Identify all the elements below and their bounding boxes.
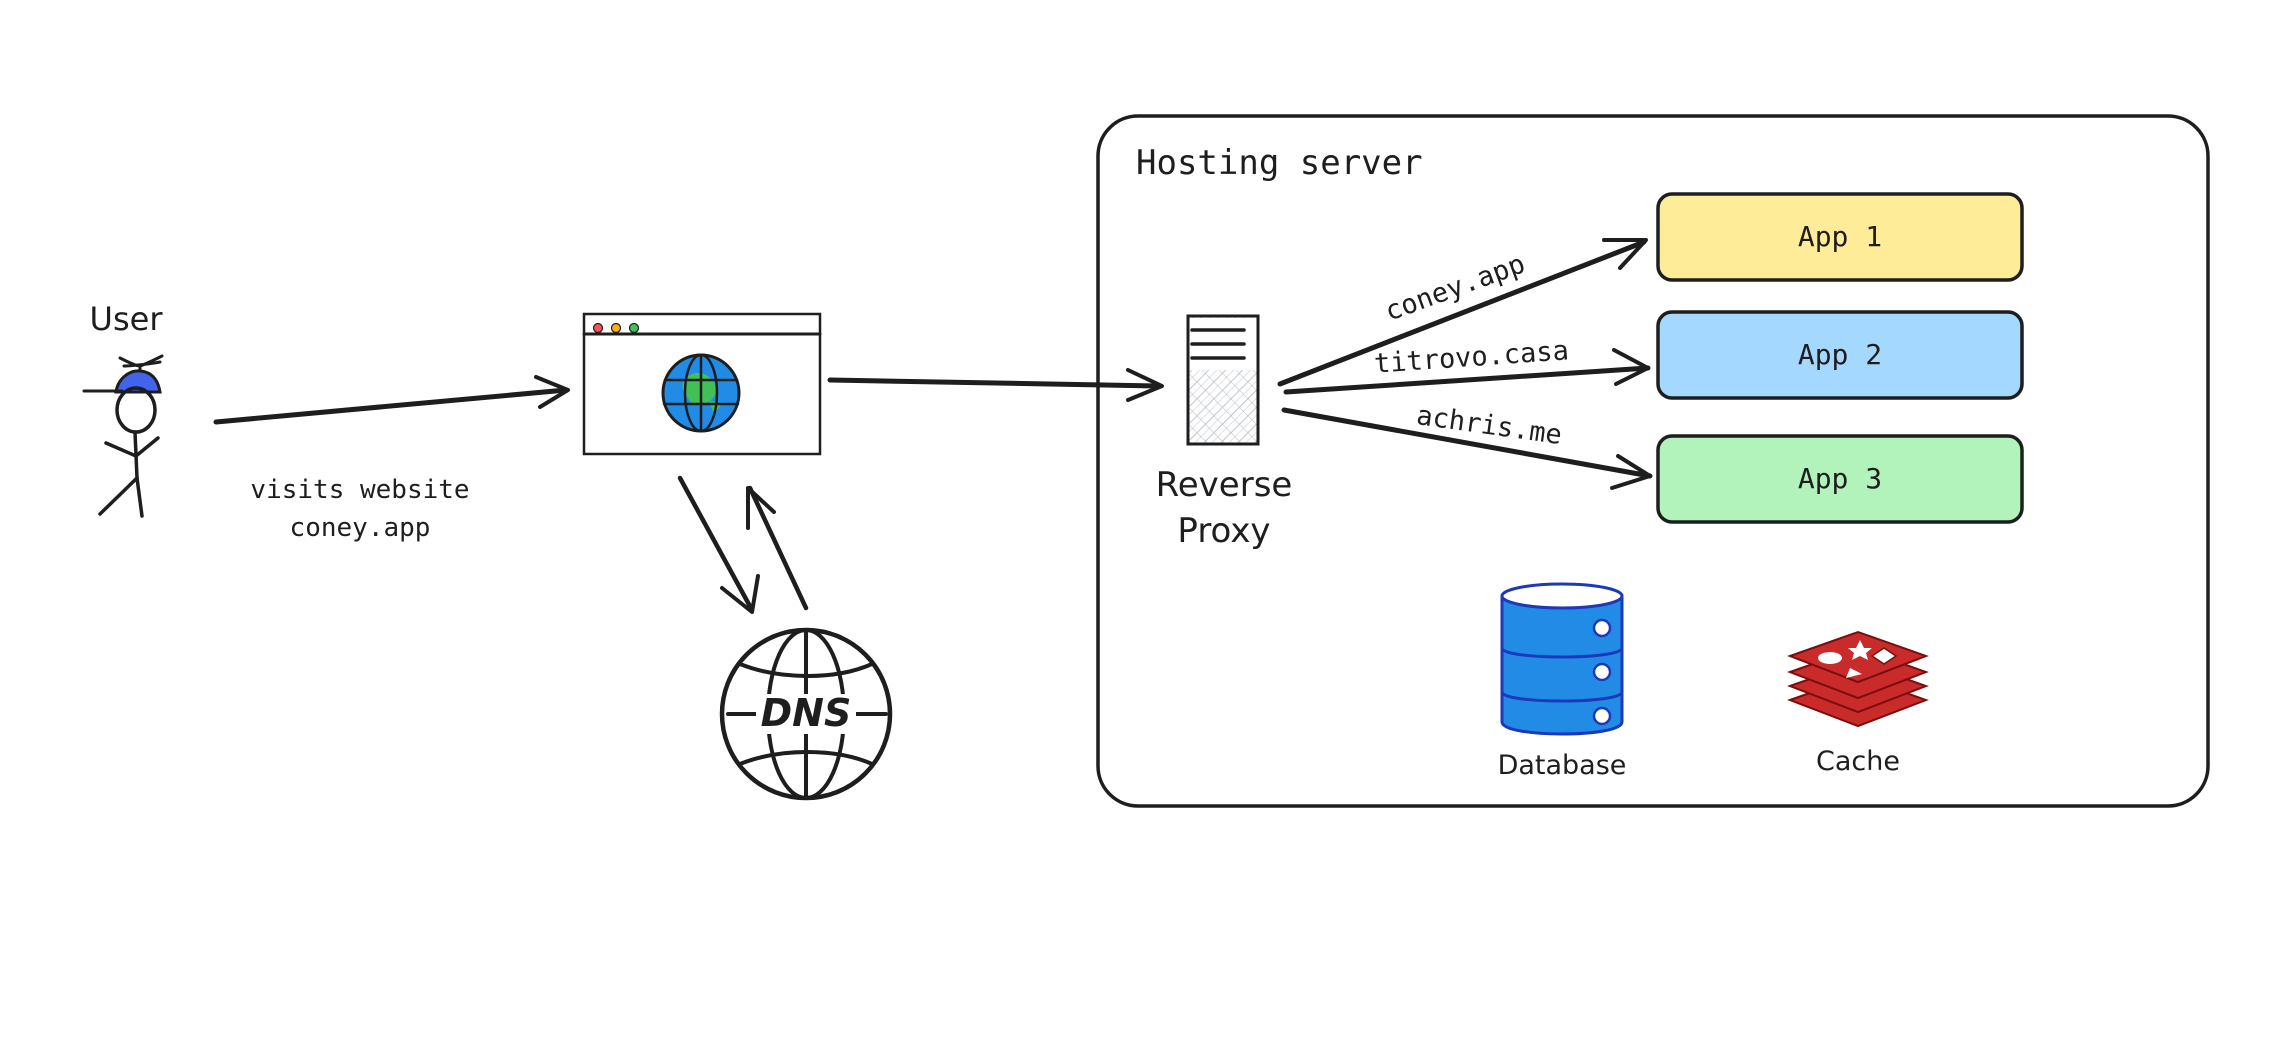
arrow-proxy-to-app3 xyxy=(1281,407,1653,490)
hosting-server-title: Hosting server xyxy=(1136,143,1423,183)
arrow-browser-to-dns xyxy=(677,475,760,614)
server-tower-icon xyxy=(1186,314,1260,446)
app-label-3: App 3 xyxy=(1798,462,1882,495)
stick-figure-icon xyxy=(82,354,164,518)
app-box-3: App 3 xyxy=(1656,434,2024,524)
database-label: Database xyxy=(1498,750,1627,781)
visited-domain-label: coney.app xyxy=(290,513,431,543)
app-label-2: App 2 xyxy=(1798,338,1882,371)
arrow-user-to-browser xyxy=(213,375,570,425)
arrow-dns-to-browser xyxy=(746,485,809,611)
arrow-proxy-to-app2 xyxy=(1283,348,1651,395)
dns-label: DNS xyxy=(761,691,852,735)
user-label: User xyxy=(90,300,164,338)
database-icon xyxy=(1500,582,1624,736)
dns-label-backdrop xyxy=(756,694,856,734)
arrow-proxy-to-app1 xyxy=(1277,238,1648,387)
hosting-server-container xyxy=(1096,114,2210,808)
app-box-1: App 1 xyxy=(1656,192,2024,282)
arrow-browser-to-proxy xyxy=(827,368,1164,402)
app-label-1: App 1 xyxy=(1798,220,1882,253)
cache-label: Cache xyxy=(1816,746,1900,777)
route-label-3: achris.me xyxy=(1415,400,1564,451)
redis-cache-icon xyxy=(1787,630,1929,728)
visits-website-label: visits website xyxy=(250,475,469,505)
proxy-label-line1: Reverse xyxy=(1156,465,1293,505)
proxy-label-line2: Proxy xyxy=(1177,511,1270,551)
globe-icon xyxy=(661,353,741,433)
app-box-2: App 2 xyxy=(1656,310,2024,400)
